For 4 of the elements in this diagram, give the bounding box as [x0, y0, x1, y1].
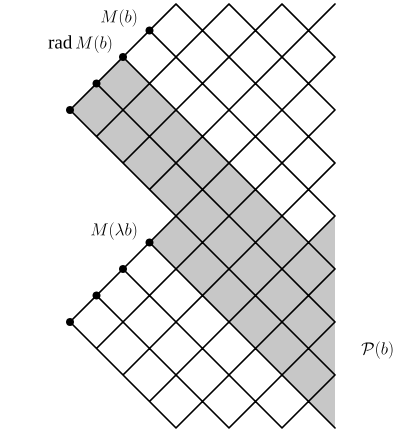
vertex-label: $M(b)$: [101, 9, 136, 27]
vertex-label: $M(\lambda b)$: [91, 222, 136, 240]
vertex-label: $\mathrm{rad}\,M(b)$: [48, 35, 112, 53]
vertex-label: $\mathcal{P}(b)$: [362, 341, 392, 359]
